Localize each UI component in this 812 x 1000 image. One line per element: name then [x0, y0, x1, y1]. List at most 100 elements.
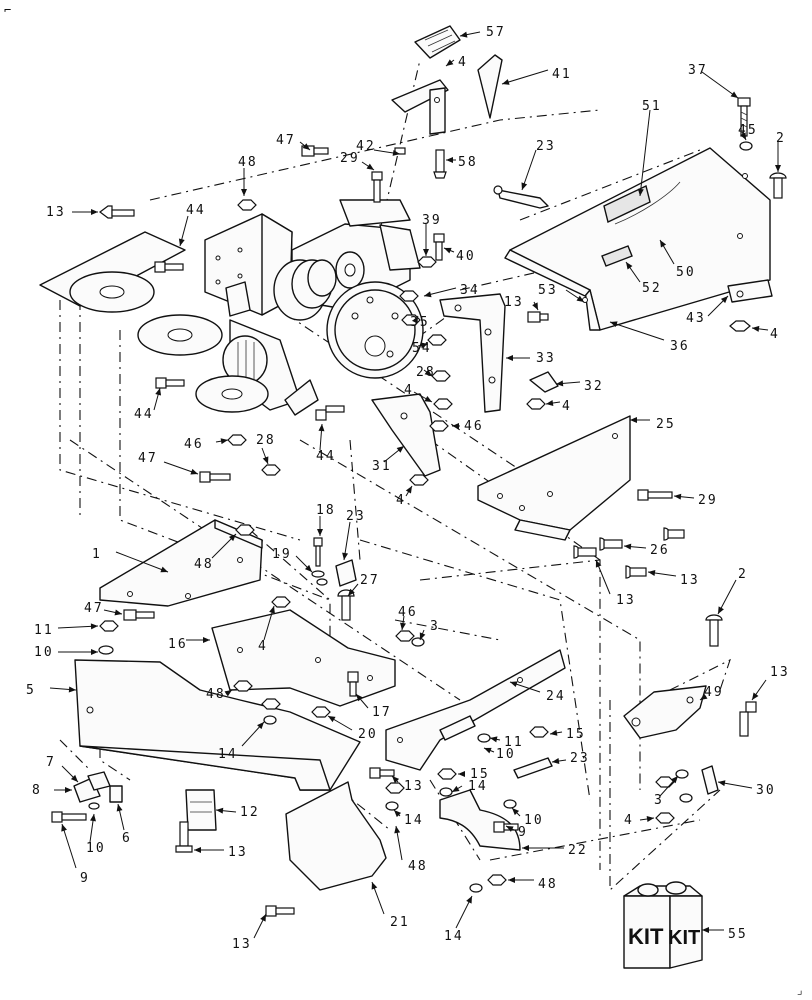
callout-number: 55	[728, 927, 748, 942]
callout-number: 41	[552, 67, 572, 82]
callout-number: 9	[518, 825, 528, 840]
part-23-clip-right	[513, 757, 553, 779]
callout-number: 13	[404, 779, 424, 794]
callout-40: 40	[443, 247, 474, 264]
arrowhead	[392, 149, 400, 156]
part-gearbox-assembly	[204, 199, 424, 416]
callout-number: 15	[566, 727, 586, 742]
callout-23: 23	[521, 139, 554, 191]
callout-number: 16	[168, 637, 188, 652]
arrowhead	[720, 296, 728, 304]
arrowhead	[630, 417, 637, 423]
arrowhead	[446, 157, 453, 163]
arrowhead	[502, 79, 510, 85]
callout-35: 35	[410, 315, 428, 330]
arrowhead	[446, 59, 454, 66]
callout-number: 3	[430, 619, 440, 634]
part-23-spring-clip	[335, 559, 357, 587]
leader-line	[61, 823, 77, 869]
arrowhead	[424, 369, 432, 376]
arrowhead	[371, 882, 378, 890]
callout-number: 4	[624, 813, 634, 828]
arrowhead	[68, 686, 76, 693]
part-24-guard	[385, 649, 566, 771]
callout-number: 18	[316, 503, 336, 518]
callout-54: 54	[412, 341, 430, 356]
callout-number: 20	[358, 727, 378, 742]
arrowhead	[702, 927, 709, 933]
part-4-nut-mid-right	[526, 398, 546, 410]
arrowhead	[241, 189, 247, 196]
arrowhead	[420, 342, 428, 349]
arrowhead	[637, 188, 644, 196]
arrowhead	[405, 486, 412, 494]
arrowhead	[302, 143, 310, 150]
callout-3: 3	[419, 619, 440, 641]
callout-number: 47	[84, 601, 104, 616]
callout-32: 32	[555, 379, 602, 394]
callout-46: 46	[184, 437, 229, 452]
part-57-plate	[414, 25, 461, 59]
arrowhead	[419, 632, 426, 640]
part-48-14-nut-washer	[233, 680, 281, 725]
callout-57: 57	[459, 25, 506, 40]
part-42-bracket-arm	[391, 79, 449, 155]
callout-number: 13	[228, 845, 248, 860]
callout-number: 13	[770, 665, 790, 680]
arrowhead	[660, 240, 667, 248]
callout-31: 31	[372, 445, 405, 474]
part-48-nut-upper	[237, 199, 257, 211]
callout-24: 24	[509, 681, 564, 704]
callout-23: 23	[551, 751, 588, 766]
arrowhead	[730, 91, 738, 98]
callout-17: 17	[355, 693, 392, 720]
callout-21: 21	[371, 881, 410, 930]
part-58-bolt	[433, 149, 447, 179]
callout-18: 18	[316, 503, 336, 536]
arrowhead	[257, 722, 264, 730]
callout-number: 57	[486, 25, 506, 40]
callout-14: 14	[451, 779, 486, 794]
callout-number: 53	[538, 283, 558, 298]
callout-4: 4	[751, 325, 780, 342]
callout-number: 44	[186, 203, 206, 218]
callout-44: 44	[316, 423, 334, 464]
arrowhead	[328, 716, 336, 723]
callout-number: 12	[240, 805, 260, 820]
callout-number: 33	[536, 351, 556, 366]
arrowhead	[521, 182, 528, 190]
callout-47: 47	[84, 601, 123, 616]
callout-number: 13	[504, 295, 524, 310]
part-9-bolt	[51, 811, 87, 823]
callout-13: 13	[504, 295, 539, 311]
callout-number: 48	[194, 557, 214, 572]
callout-number: 52	[642, 281, 662, 296]
callout-number: 50	[676, 265, 696, 280]
callout-15: 15	[458, 767, 488, 782]
part-32-clip	[529, 371, 559, 393]
callout-13: 13	[751, 665, 790, 701]
part-23-handle	[493, 185, 549, 209]
part-21-deflector	[285, 781, 387, 891]
callout-43: 43	[686, 295, 729, 326]
callout-number: 4	[770, 327, 780, 342]
callout-5: 5	[26, 683, 77, 698]
callout-13: 13	[595, 559, 634, 608]
callout-37: 37	[688, 63, 739, 99]
callout-number: 46	[398, 605, 418, 620]
callout-number: 10	[86, 841, 106, 856]
callout-number: 21	[390, 915, 410, 930]
callout-9: 9	[505, 825, 528, 840]
callout-20: 20	[327, 715, 378, 742]
kit-label-right: KIT	[668, 927, 700, 949]
leader-line	[115, 551, 169, 573]
arrowhead	[752, 692, 759, 700]
callout-number: 10	[34, 645, 54, 660]
arrowhead	[452, 423, 459, 429]
part-36-hood	[504, 147, 771, 331]
leader-line	[701, 71, 739, 99]
callout-number: 17	[372, 705, 392, 720]
part-48-nut-p1	[235, 524, 255, 536]
callout-13: 13	[232, 913, 267, 952]
leader-line	[609, 321, 665, 341]
